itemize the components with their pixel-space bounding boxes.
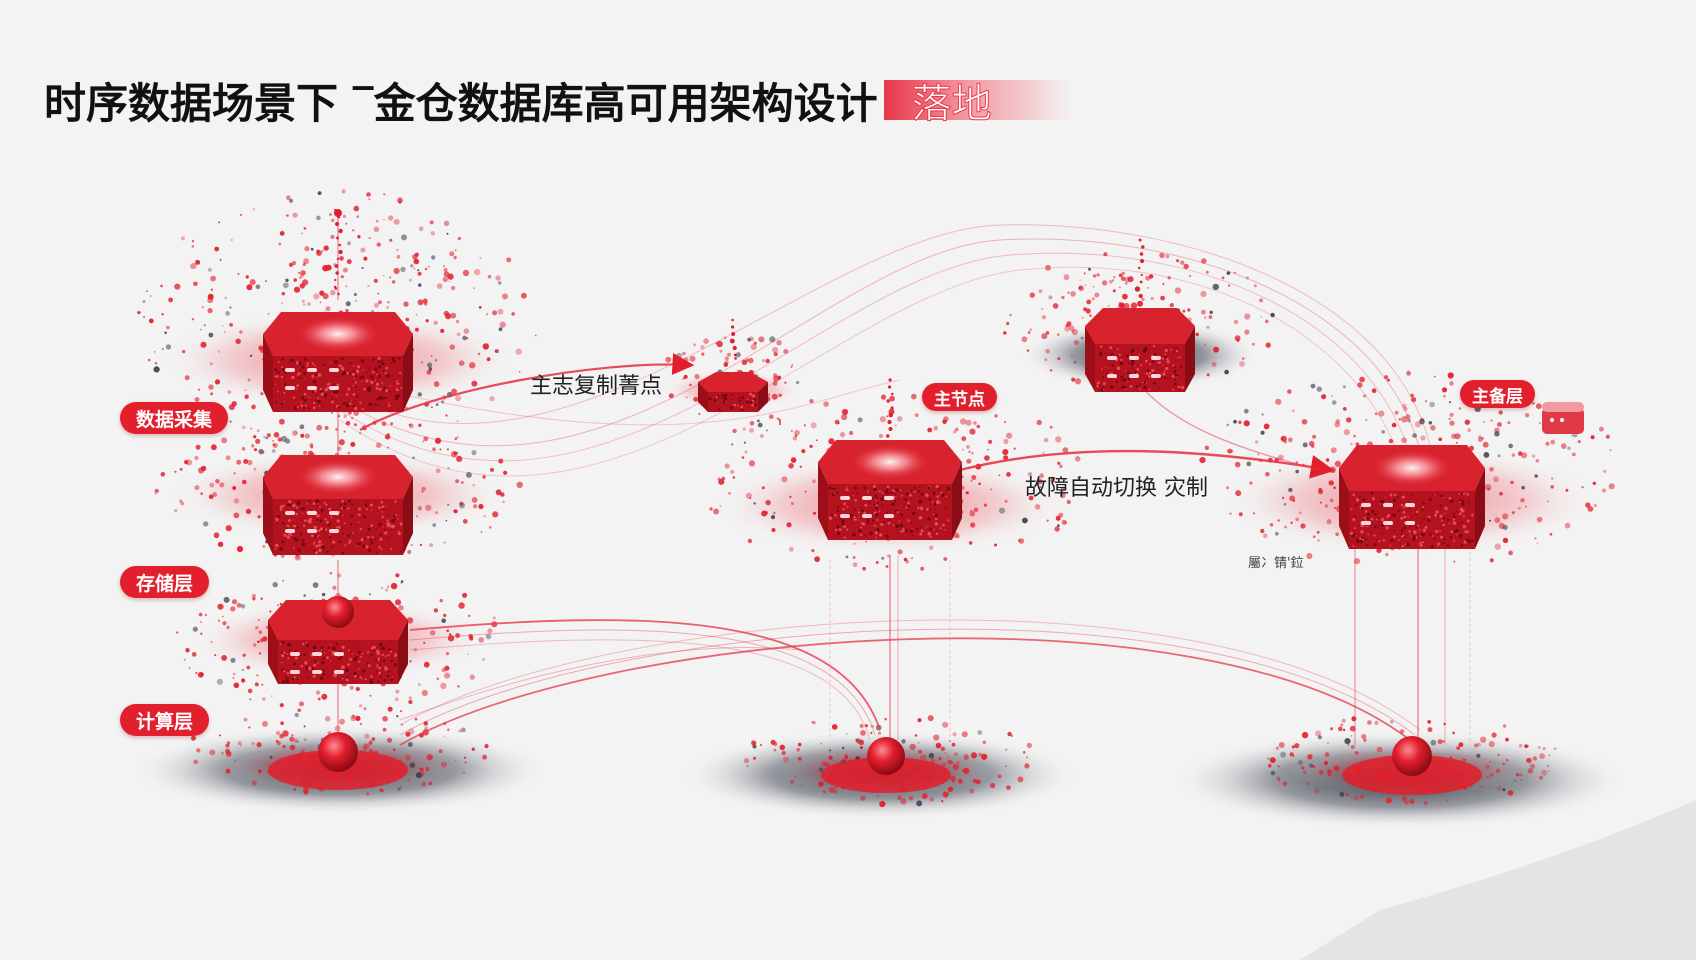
server-cube-icon (1085, 308, 1195, 392)
node-label-primary: 主节点 (922, 383, 997, 411)
server-cube-icon (1339, 445, 1485, 549)
background-sweep (1300, 800, 1696, 960)
data-flow-lines (337, 215, 1471, 746)
annotation-replication: 主志复制菁点 (530, 374, 663, 399)
layer-label-storage: 存储层 (120, 566, 210, 598)
server-cube-icon (263, 312, 413, 412)
data-sphere-icon (821, 737, 951, 793)
data-spheres (268, 596, 1482, 795)
data-sphere-icon (268, 732, 408, 790)
annotation-failover: 故障自动切换 灾制 (1025, 476, 1208, 501)
data-sphere-icon (1342, 736, 1482, 795)
title-accent-text: 落地 (911, 81, 992, 128)
layer-label-collect: 数据采集 (120, 402, 229, 434)
server-cube-icon (698, 372, 768, 412)
title-accent-highlight: 落地 (883, 80, 1072, 128)
page-title: 时序数据场景下 ‾金仓数据库高可用架构设计 落地 (44, 68, 1072, 132)
layer-label-compute: 计算层 (120, 704, 210, 736)
server-cube-icon (818, 440, 962, 540)
data-sphere-icon (322, 596, 354, 628)
standby-module-icon (1542, 402, 1584, 434)
annotation-small-note: 屬冫锖'鉝 (1248, 556, 1304, 571)
server-cube-icon (263, 455, 413, 555)
title-main: 时序数据场景下 ‾金仓数据库高可用架构设计 (44, 78, 878, 128)
node-label-standby: 主备层 (1460, 380, 1535, 408)
